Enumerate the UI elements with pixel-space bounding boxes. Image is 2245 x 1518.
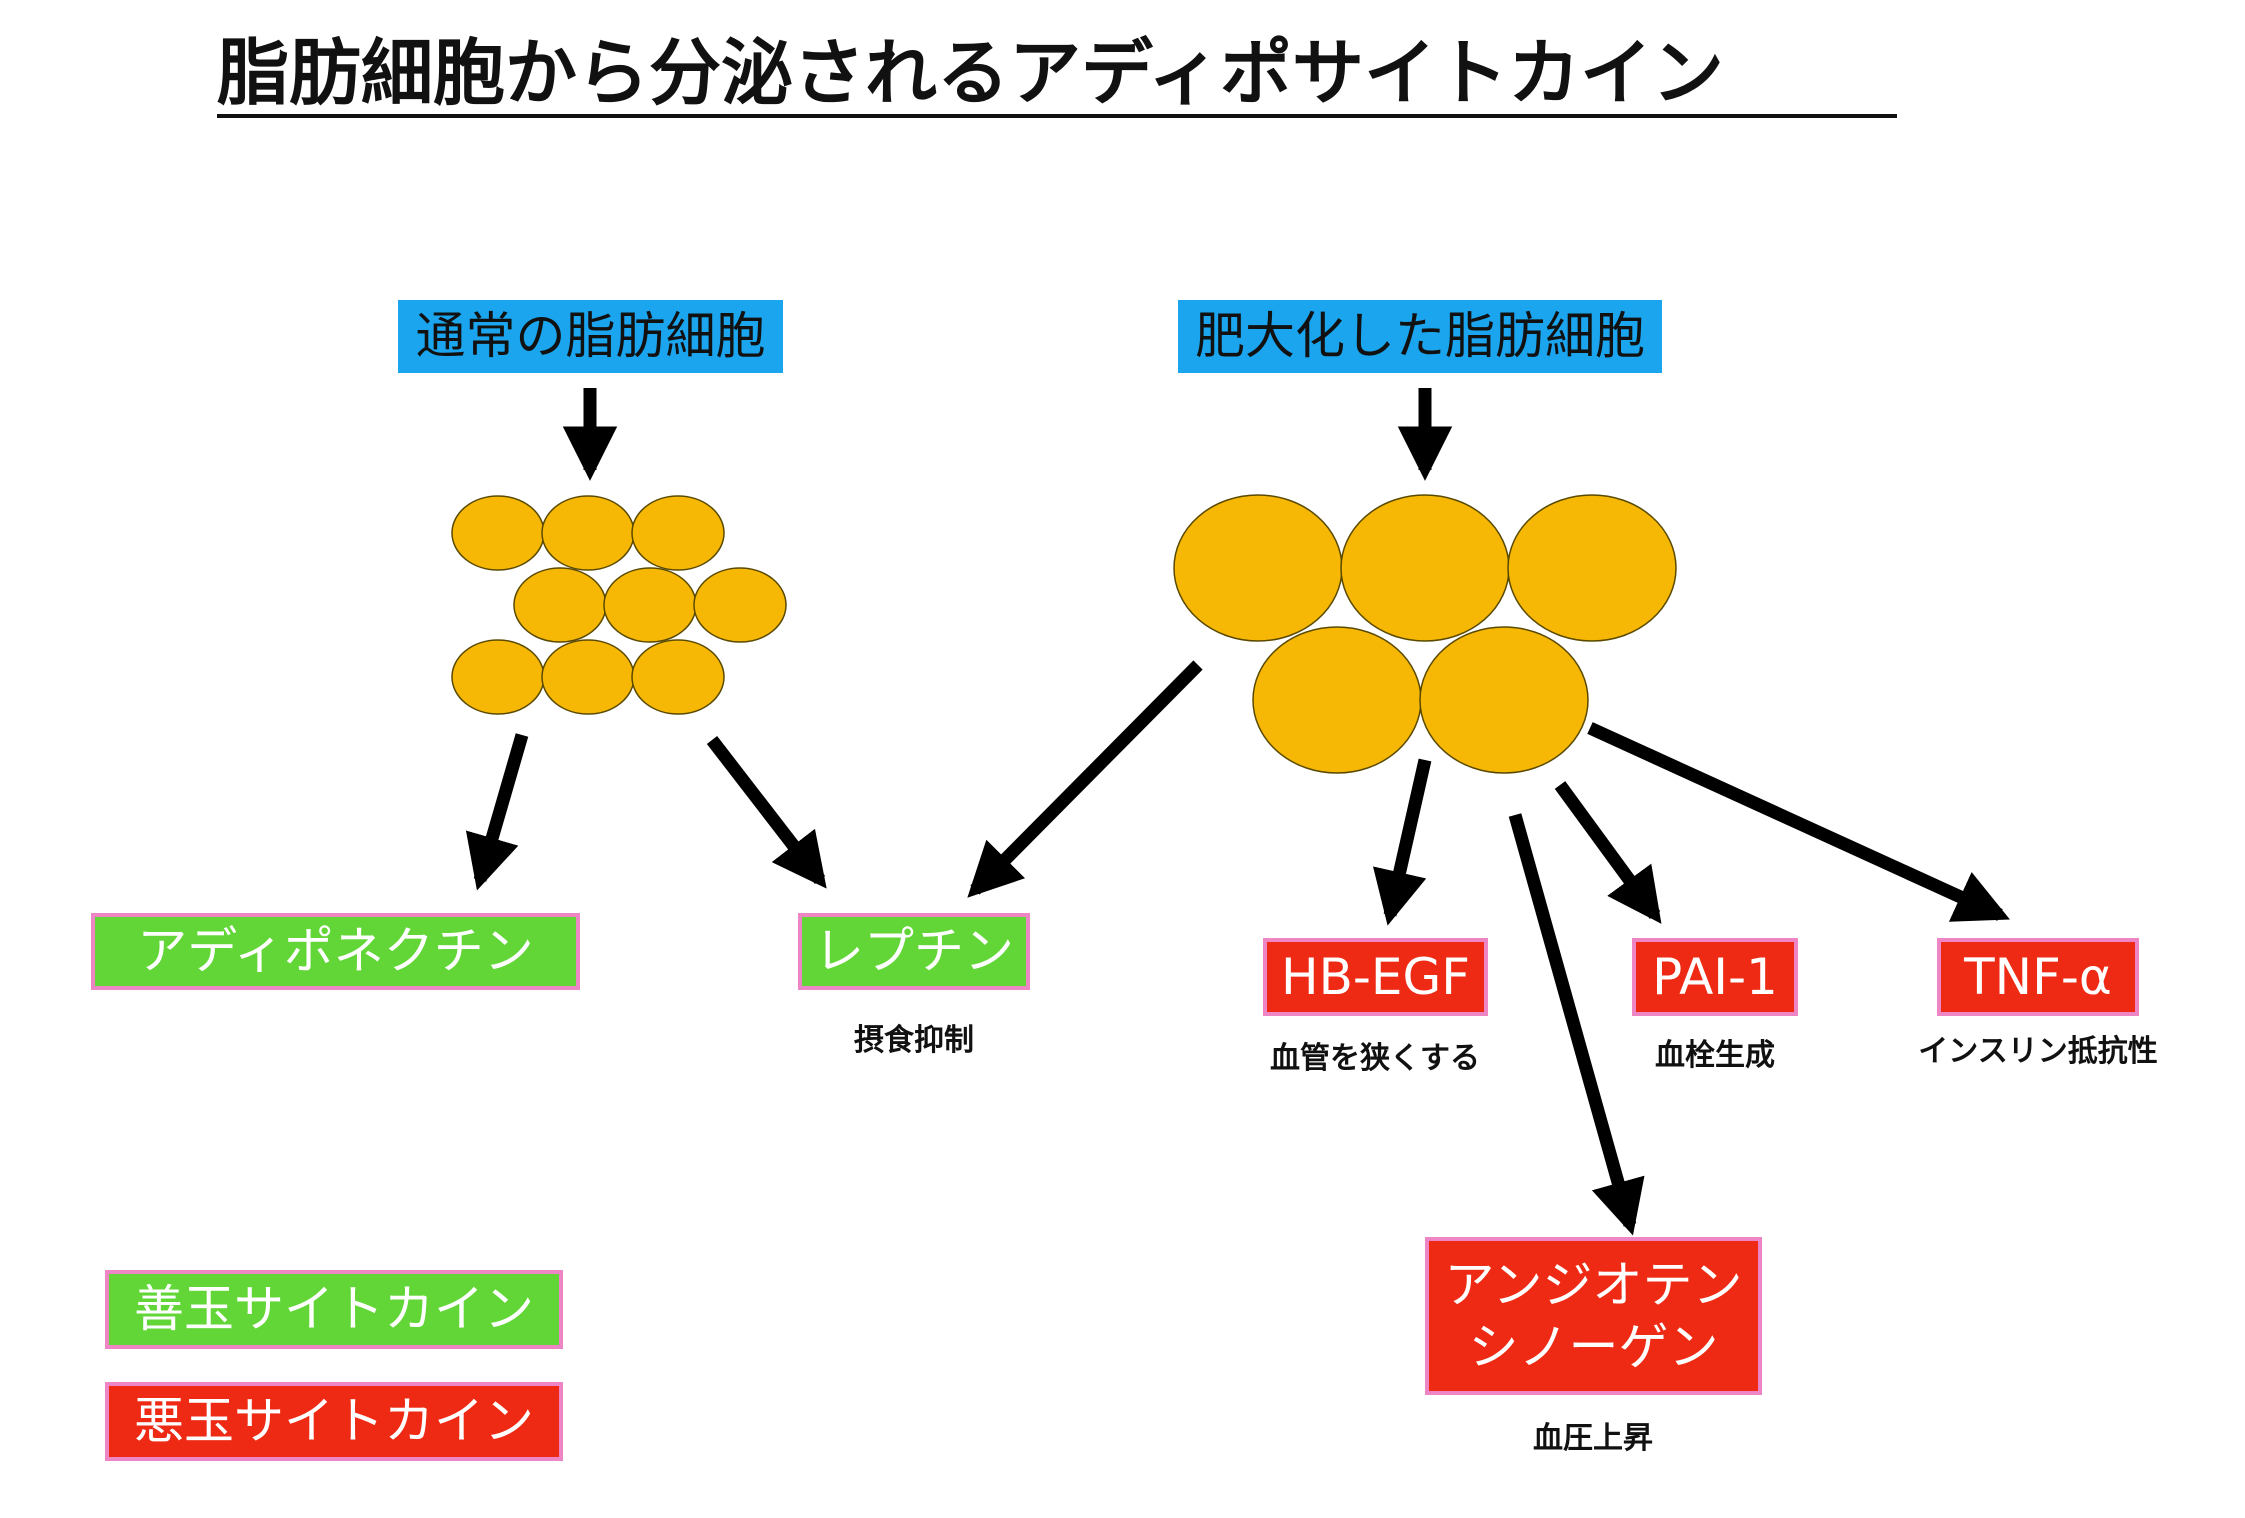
- normal-cell: [513, 567, 607, 643]
- large-cell: [1173, 494, 1343, 642]
- angiotensinogen-line1: アンジオテン: [1444, 1255, 1743, 1314]
- legend-good-cytokine: 善玉サイトカイン: [105, 1270, 563, 1349]
- normal-fat-cell-label: 通常の脂肪細胞: [398, 300, 783, 373]
- angiotensinogen-line2: シノーゲン: [1468, 1318, 1719, 1376]
- normal-fat-cells: [451, 495, 787, 715]
- hb-egf-effect: 血管を狭くする: [1270, 1041, 1480, 1076]
- large-cell: [1340, 494, 1510, 642]
- adiponectin-box: アディポネクチン: [91, 913, 580, 990]
- normal-cell: [541, 639, 635, 715]
- normal-cell: [603, 567, 697, 643]
- hb-egf-box: HB-EGF: [1263, 938, 1488, 1016]
- arrow-to-adiponectin: [465, 733, 529, 891]
- large-cell: [1252, 626, 1422, 774]
- angiotensinogen-effect: 血圧上昇: [1533, 1421, 1653, 1456]
- normal-cell: [451, 495, 545, 571]
- angiotensinogen-box: アンジオテン シノーゲン: [1425, 1237, 1762, 1395]
- leptin-box: レプチン: [798, 913, 1030, 990]
- arrow-to-angiotensinogen: [1508, 813, 1645, 1236]
- large-cell: [1507, 494, 1677, 642]
- hypertrophic-fat-cells: [1173, 494, 1677, 774]
- arrow-to-tnf: [1587, 722, 2010, 922]
- large-cell: [1419, 626, 1589, 774]
- normal-cell: [631, 639, 725, 715]
- arrow-to-pai1: [1554, 781, 1662, 924]
- normal-cell: [693, 567, 787, 643]
- tnf-alpha-box: TNF-α: [1937, 938, 2139, 1016]
- legend-bad-cytokine: 悪玉サイトカイン: [105, 1382, 563, 1461]
- pai1-effect: 血栓生成: [1655, 1038, 1775, 1073]
- title-underline: [217, 114, 1897, 118]
- arrow-to-hb-egf: [1372, 758, 1432, 926]
- normal-cell: [541, 495, 635, 571]
- normal-cell: [451, 639, 545, 715]
- arrows: [465, 388, 2010, 1236]
- page-title: 脂肪細胞から分泌されるアディポサイトカイン: [217, 31, 1724, 115]
- hypertrophic-fat-cell-label: 肥大化した脂肪細胞: [1178, 300, 1662, 373]
- pai1-box: PAI-1: [1632, 938, 1798, 1016]
- arrow-to-leptin-from-hypertrophic: [967, 660, 1203, 898]
- normal-cell: [631, 495, 725, 571]
- leptin-effect: 摂食抑制: [854, 1023, 974, 1058]
- tnf-alpha-effect: インスリン抵抗性: [1918, 1034, 2158, 1069]
- arrow-to-leptin-from-normal: [706, 736, 827, 889]
